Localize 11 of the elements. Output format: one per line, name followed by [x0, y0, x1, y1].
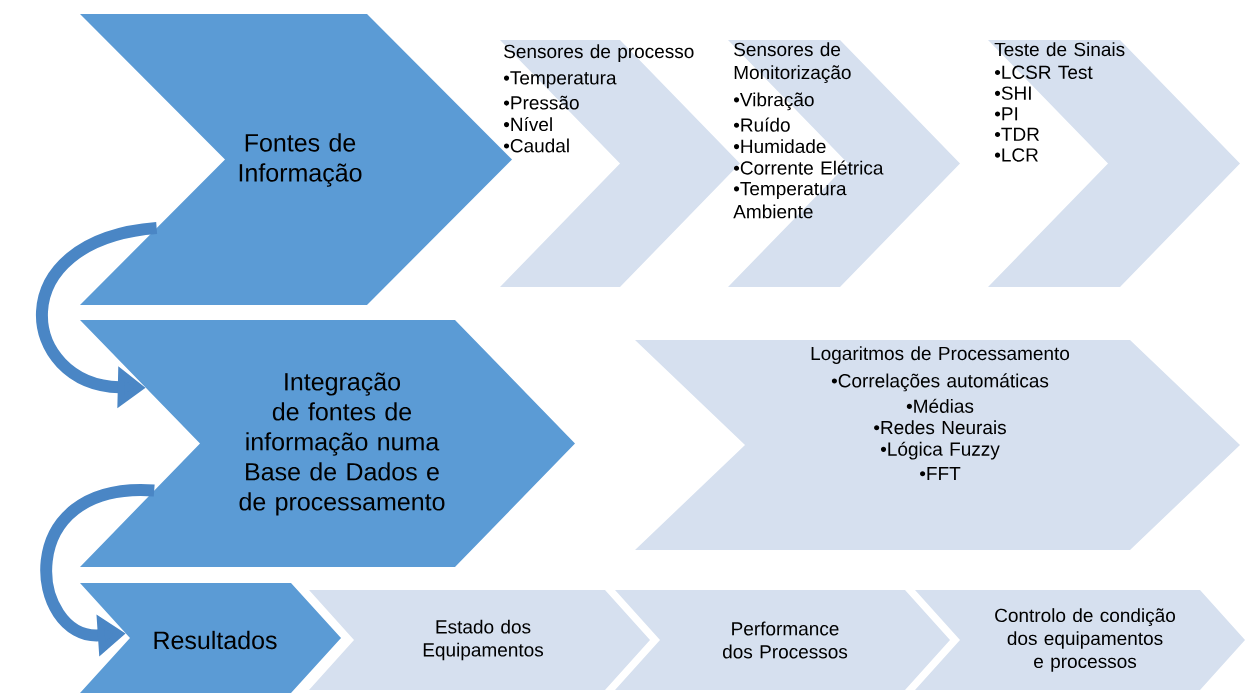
step-banner: Resultados — [80, 583, 341, 693]
step-banner: Performance dos Processos — [615, 590, 950, 690]
node-label: Performance dos Processos — [722, 621, 848, 659]
node-label: Estado dos Equipamentos — [423, 619, 544, 661]
step-banner: Controlo de condição dos equipamentos e processos — [915, 590, 1245, 690]
step-banner: Estado dos Equipamentos — [309, 590, 650, 690]
step-banner: Sensores de Monitorização •Vibração •Ruído •Humidade •Corrente Elétrica •Temperatura Ambiente — [728, 40, 960, 287]
step-banner: Logaritmos de Processamento •Correlações automáticas •Médias •Redes Neurais •Lógica Fuzzy •FFT — [635, 340, 1240, 550]
step-banner: Teste de Sinais •LCSR Test •SHI •PI •TDR •LCR — [988, 40, 1240, 287]
step-banner: Integração de fontes de informação numa Base de Dados e de processamento — [80, 320, 575, 567]
node-label: Controlo de condição dos equipamentos e processos — [995, 608, 1176, 672]
